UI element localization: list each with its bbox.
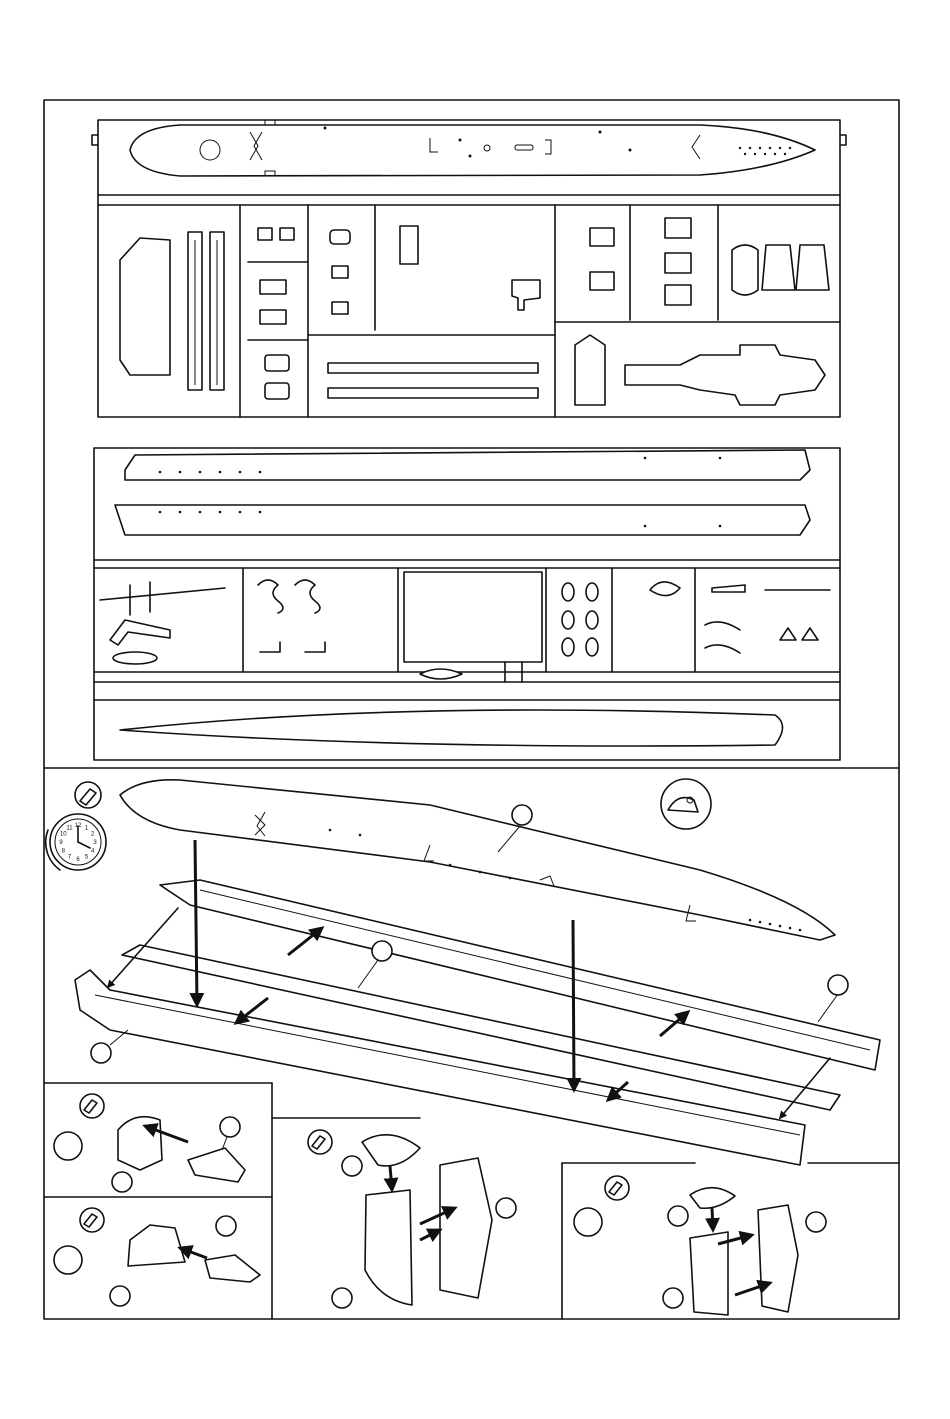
assembly-deck bbox=[120, 780, 835, 940]
sprue-superstructure bbox=[575, 335, 825, 405]
clock-numeral: 11 bbox=[66, 825, 73, 831]
sprue-hull-sides bbox=[115, 450, 810, 535]
subassembly-turret-a bbox=[54, 1094, 245, 1192]
glue-sparingly-icon bbox=[661, 779, 711, 829]
subassembly-funnel-small bbox=[574, 1176, 826, 1315]
sprue-keel-part bbox=[120, 710, 783, 746]
sprue-bridge-parts bbox=[120, 232, 224, 390]
clock-numeral: 12 bbox=[75, 823, 82, 829]
glue-icon bbox=[75, 782, 101, 808]
sprue-rails bbox=[328, 363, 538, 398]
subassembly-turret-b bbox=[54, 1208, 260, 1306]
subassembly-funnel bbox=[308, 1130, 516, 1308]
clock-numeral: 10 bbox=[60, 832, 67, 838]
sprue-small-parts-lower bbox=[100, 580, 830, 682]
sprue-deck-part bbox=[130, 120, 815, 176]
